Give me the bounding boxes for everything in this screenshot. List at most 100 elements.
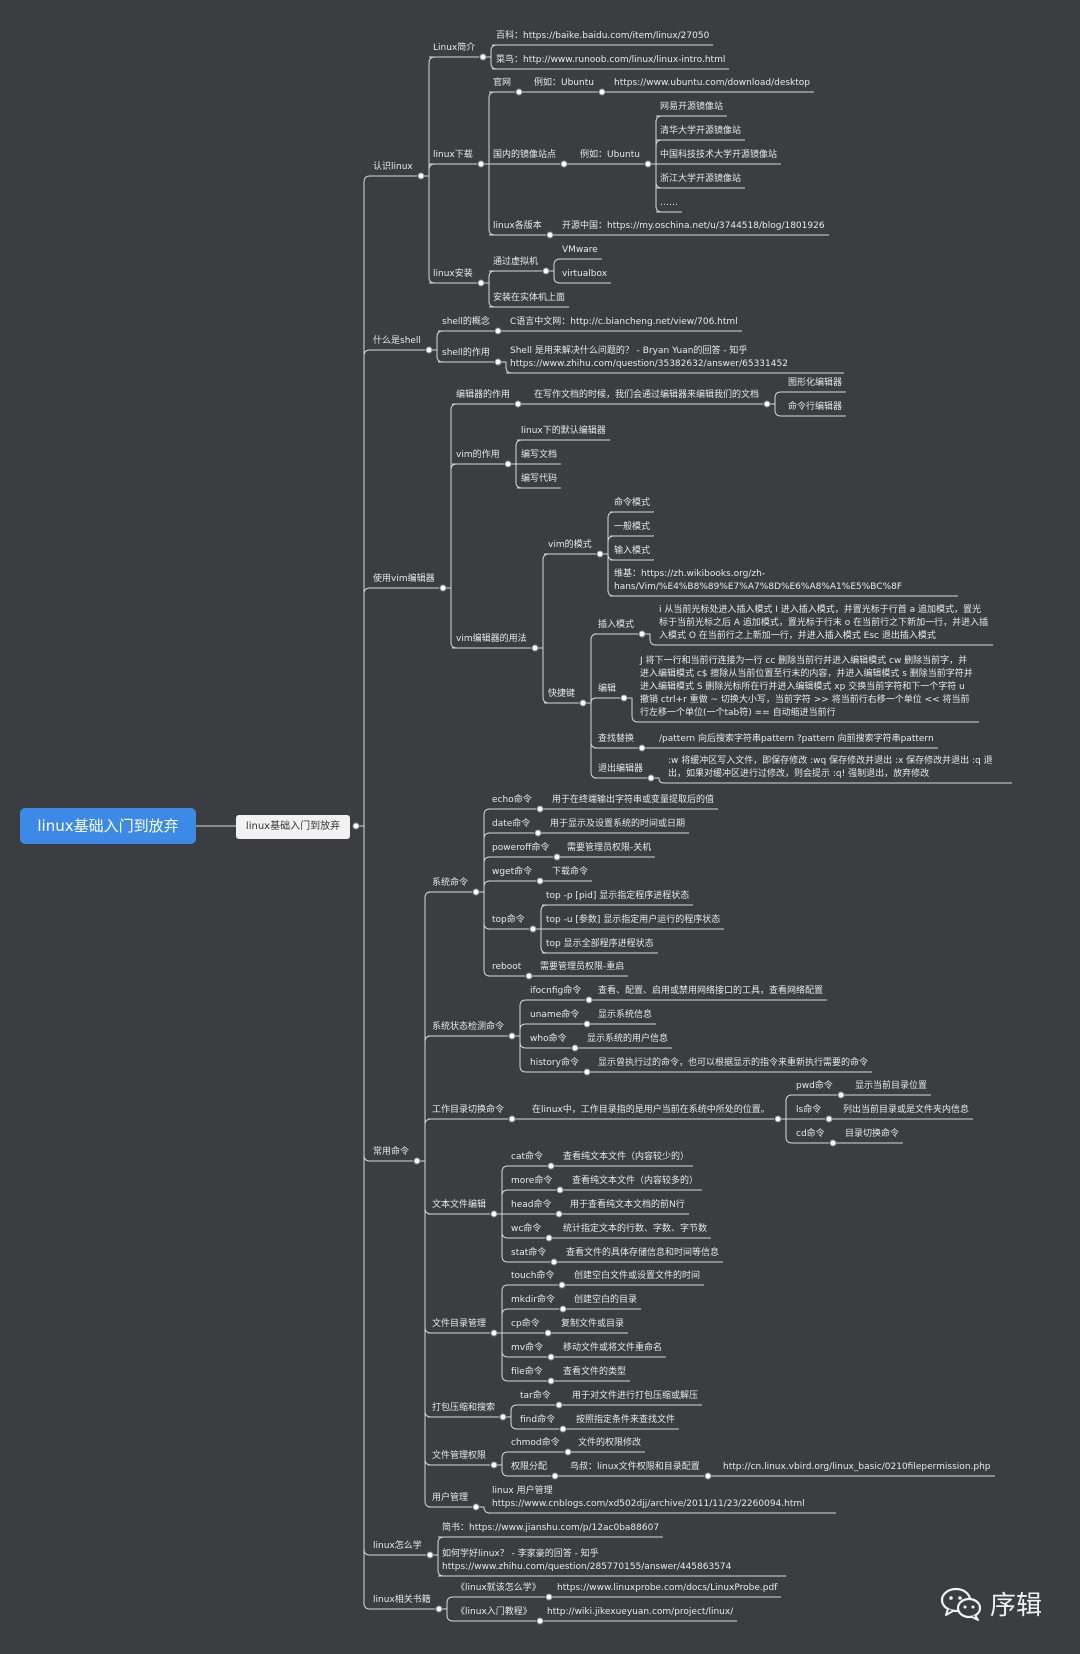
collapse-dot[interactable] bbox=[837, 1091, 845, 1099]
topic-b4a5a[interactable]: top -p [pid] 显示指定程序进程状态 bbox=[546, 891, 690, 901]
topic-b4a[interactable]: 系统命令 bbox=[432, 878, 469, 888]
topic-b4c1c1[interactable]: 目录切换命令 bbox=[845, 1129, 900, 1139]
topic-b3c2a[interactable]: 插入模式 bbox=[598, 620, 635, 630]
topic-b3c1[interactable]: vim的模式 bbox=[548, 540, 592, 550]
collapse-dot[interactable] bbox=[583, 1020, 591, 1028]
topic-b3c2b1[interactable]: J 将下一行和当前行连接为一行 cc 删除当前行并进入编辑模式 cw 删除当前字… bbox=[640, 656, 973, 718]
topic-b3c1b[interactable]: 一般模式 bbox=[614, 522, 651, 532]
topic-b4e5a[interactable]: 查看文件的类型 bbox=[563, 1367, 627, 1377]
collapse-dot[interactable] bbox=[596, 550, 604, 558]
topic-b3c2c[interactable]: 查找替换 bbox=[598, 734, 635, 744]
collapse-dot[interactable] bbox=[472, 888, 480, 896]
topic-b2b1[interactable]: Shell 是用来解决什么问题的？ - Bryan Yuan的回答 - 知乎 h… bbox=[510, 346, 788, 369]
topic-b4c1a[interactable]: pwd命令 bbox=[796, 1081, 833, 1091]
collapse-dot[interactable] bbox=[515, 88, 523, 96]
collapse-dot[interactable] bbox=[647, 774, 655, 782]
topic-b1c1b[interactable]: virtualbox bbox=[562, 269, 608, 279]
collapse-dot[interactable] bbox=[556, 1186, 564, 1194]
topic-b3c2d[interactable]: 退出编辑器 bbox=[598, 764, 644, 774]
topic-b3c2[interactable]: 快捷键 bbox=[548, 689, 576, 699]
topic-b2a1[interactable]: C语言中文网：http://c.biancheng.net/view/706.h… bbox=[510, 317, 738, 327]
topic-b4c[interactable]: 工作目录切换命令 bbox=[432, 1105, 505, 1115]
topic-b3a[interactable]: 编辑器的作用 bbox=[456, 390, 511, 400]
topic-b1b2a2[interactable]: 清华大学开源镜像站 bbox=[660, 126, 742, 136]
topic-b4g1[interactable]: chmod命令 bbox=[511, 1438, 560, 1448]
topic-b1b2a[interactable]: 例如：Ubuntu bbox=[580, 150, 640, 160]
topic-b5[interactable]: linux怎么学 bbox=[373, 1541, 422, 1551]
collapse-dot[interactable] bbox=[547, 1162, 555, 1170]
collapse-dot[interactable] bbox=[426, 1551, 434, 1559]
topic-b1[interactable]: 认识linux bbox=[373, 162, 413, 172]
topic-b3c[interactable]: vim编辑器的用法 bbox=[456, 634, 527, 644]
topic-b4e5[interactable]: file命令 bbox=[511, 1367, 543, 1377]
collapse-dot[interactable] bbox=[583, 1068, 591, 1076]
collapse-dot[interactable] bbox=[542, 267, 550, 275]
topic-b4f2a[interactable]: 按照指定条件来查找文件 bbox=[576, 1415, 676, 1425]
topic-b1a1[interactable]: 百科：https://baike.baidu.com/item/linux/27… bbox=[496, 31, 710, 41]
topic-b4e1[interactable]: touch命令 bbox=[511, 1271, 555, 1281]
collapse-dot[interactable] bbox=[534, 829, 542, 837]
collapse-dot[interactable] bbox=[825, 1115, 833, 1123]
collapse-dot[interactable] bbox=[477, 160, 485, 168]
topic-b4e3[interactable]: cp命令 bbox=[511, 1319, 540, 1329]
topic-b1b1[interactable]: 官网 bbox=[493, 78, 512, 88]
collapse-dot[interactable] bbox=[829, 1139, 837, 1147]
topic-b4f1[interactable]: tar命令 bbox=[520, 1391, 551, 1401]
collapse-dot[interactable] bbox=[560, 160, 568, 168]
topic-b1b[interactable]: linux下载 bbox=[433, 150, 473, 160]
collapse-dot[interactable] bbox=[508, 1032, 516, 1040]
root-topic[interactable]: linux基础入门到放弃 bbox=[20, 808, 196, 844]
topic-b4c1c[interactable]: cd命令 bbox=[796, 1129, 825, 1139]
topic-b4e3a[interactable]: 复制文件或目录 bbox=[561, 1319, 625, 1329]
topic-b4d2[interactable]: more命令 bbox=[511, 1176, 553, 1186]
collapse-dot[interactable] bbox=[508, 1115, 516, 1123]
collapse-dot[interactable] bbox=[425, 346, 433, 354]
topic-b4a3[interactable]: poweroff命令 bbox=[492, 843, 550, 853]
topic-b4g2[interactable]: 权限分配 bbox=[511, 1462, 548, 1472]
topic-b4e2a[interactable]: 创建空白的目录 bbox=[574, 1295, 638, 1305]
collapse-dot[interactable] bbox=[547, 1353, 555, 1361]
topic-b1a[interactable]: Linux简介 bbox=[433, 43, 476, 53]
topic-b6b[interactable]: 《linux入门教程》 bbox=[456, 1607, 532, 1617]
collapse-dot[interactable] bbox=[638, 744, 646, 752]
topic-b3a1[interactable]: 在写作文档的时候，我们会通过编辑器来编辑我们的文档 bbox=[534, 390, 760, 400]
topic-b4a2a[interactable]: 用于显示及设置系统的时间或日期 bbox=[550, 819, 686, 829]
topic-b3c2d1[interactable]: :w 将缓冲区写入文件，即保存修改 :wq 保存修改并退出 :x 保存修改并退出… bbox=[668, 756, 993, 779]
topic-b2b[interactable]: shell的作用 bbox=[442, 348, 490, 358]
topic-b6a1[interactable]: https://www.linuxprobe.com/docs/LinuxPro… bbox=[557, 1583, 778, 1593]
topic-b4a5b[interactable]: top -u [参数] 显示指定用户运行的程序状态 bbox=[546, 915, 721, 925]
topic-b4b3a[interactable]: 显示系统的用户信息 bbox=[587, 1034, 669, 1044]
topic-b4b1a[interactable]: 查看、配置、启用或禁用网络接口的工具，查看网络配置 bbox=[598, 986, 824, 996]
topic-b4g2a[interactable]: 鸟叔：linux文件权限和目录配置 bbox=[570, 1462, 700, 1472]
topic-b4c1b1[interactable]: 列出当前目录或是文件夹内信息 bbox=[843, 1105, 970, 1115]
topic-b4d3[interactable]: head命令 bbox=[511, 1200, 552, 1210]
topic-b1c1[interactable]: 通过虚拟机 bbox=[493, 257, 539, 267]
topic-b4d[interactable]: 文本文件编辑 bbox=[432, 1200, 487, 1210]
topic-b4a5[interactable]: top命令 bbox=[492, 915, 525, 925]
topic-b5b[interactable]: 如何学好linux？ - 李家豪的回答 - 知乎 https://www.zhi… bbox=[442, 1549, 732, 1572]
topic-b3c1d[interactable]: 维基：https://zh.wikibooks.org/zh-hans/Vim/… bbox=[614, 569, 903, 592]
topic-b3c1c[interactable]: 输入模式 bbox=[614, 546, 651, 556]
topic-b1b1a[interactable]: 例如：Ubuntu bbox=[534, 78, 594, 88]
collapse-dot[interactable] bbox=[490, 1210, 498, 1218]
collapse-dot[interactable] bbox=[490, 1329, 498, 1337]
collapse-dot[interactable] bbox=[546, 231, 554, 239]
topic-b1c1a[interactable]: VMware bbox=[562, 245, 598, 255]
collapse-dot[interactable] bbox=[499, 1413, 507, 1421]
topic-b1b2a1[interactable]: 网易开源镜像站 bbox=[660, 102, 724, 112]
collapse-dot[interactable] bbox=[559, 1305, 567, 1313]
collapse-dot[interactable] bbox=[585, 996, 593, 1004]
collapse-dot[interactable] bbox=[555, 1210, 563, 1218]
topic-b3c2a1[interactable]: i 从当前光标处进入插入模式 I 进入插入模式，并置光标于行首 a 追加模式，置… bbox=[659, 605, 989, 641]
collapse-dot[interactable] bbox=[479, 53, 487, 61]
topic-b1b1b[interactable]: https://www.ubuntu.com/download/desktop bbox=[614, 78, 811, 88]
topic-b1b2a4[interactable]: 浙江大学开源镜像站 bbox=[660, 174, 742, 184]
collapse-dot[interactable] bbox=[571, 1044, 579, 1052]
collapse-dot[interactable] bbox=[504, 460, 512, 468]
collapse-dot[interactable] bbox=[550, 1258, 558, 1266]
collapse-dot[interactable] bbox=[553, 853, 561, 861]
topic-b4f2[interactable]: find命令 bbox=[520, 1415, 556, 1425]
topic-b4g2a1[interactable]: http://cn.linux.vbird.org/linux_basic/02… bbox=[723, 1462, 991, 1472]
topic-b4b2[interactable]: uname命令 bbox=[530, 1010, 580, 1020]
topic-b6b1[interactable]: http://wiki.jikexueyuan.com/project/linu… bbox=[547, 1607, 734, 1617]
